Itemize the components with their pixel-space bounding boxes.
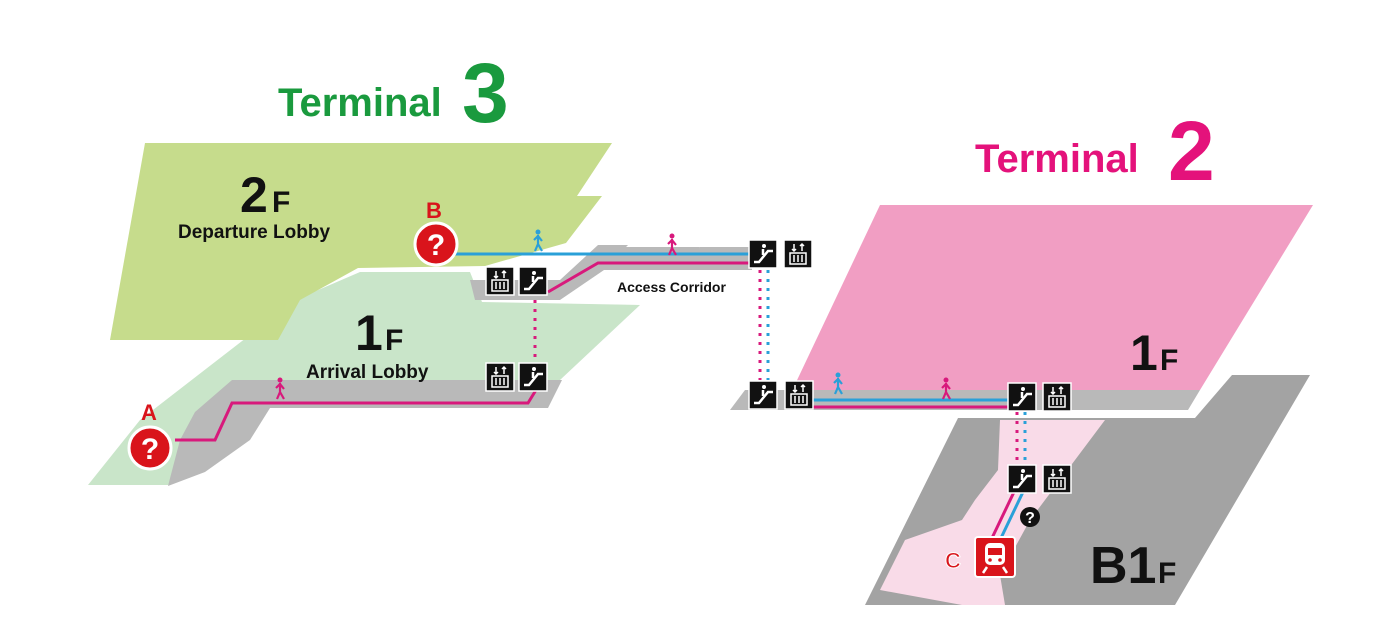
elevator-icon[interactable] xyxy=(1042,464,1072,494)
terminal2-title: Terminal xyxy=(975,137,1139,181)
t3-1f-shadow xyxy=(168,380,562,486)
t3-1f-name: Arrival Lobby xyxy=(306,362,429,383)
marker-c-label: C xyxy=(945,548,961,573)
access-corridor-shadow-2 xyxy=(690,247,752,270)
t2-b1-suffix: F xyxy=(1158,557,1176,590)
pedestrian-icon xyxy=(533,229,543,252)
t3-2f-suffix: F xyxy=(272,186,290,219)
route-blue-b1 xyxy=(999,491,1025,539)
escalator-icon[interactable] xyxy=(518,362,548,392)
pedestrian-icon xyxy=(275,377,285,400)
t3-2f-floor[interactable] xyxy=(110,143,612,340)
info-marker-a[interactable]: ? xyxy=(127,425,173,471)
facility-icons xyxy=(275,229,1072,494)
elevator-icon[interactable] xyxy=(783,239,813,269)
t3-2f-number: 2 xyxy=(240,167,268,223)
info-marker-b[interactable]: ? xyxy=(413,221,459,267)
pedestrian-icon xyxy=(667,233,677,256)
t3-2f-name: Departure Lobby xyxy=(178,222,330,243)
pedestrian-icon xyxy=(833,372,843,395)
routes xyxy=(175,252,1027,539)
t3-1f-suffix: F xyxy=(385,324,403,357)
terminal3-title: Terminal xyxy=(278,81,442,125)
escalator-icon[interactable] xyxy=(1007,464,1037,494)
t3-1f-number: 1 xyxy=(355,305,383,361)
elevator-icon[interactable] xyxy=(485,266,515,296)
t2-1f-floor[interactable] xyxy=(790,205,1313,395)
t2-b1-number: B1 xyxy=(1090,537,1156,595)
route-magenta-t3-1f xyxy=(175,389,538,442)
question-icon: ? xyxy=(1025,510,1035,527)
elevator-icon[interactable] xyxy=(784,380,814,410)
route-magenta-corridor xyxy=(547,261,752,294)
route-magenta-b1 xyxy=(990,491,1016,539)
question-icon: ? xyxy=(427,229,445,262)
pedestrian-icon xyxy=(941,377,951,400)
elevator-icon[interactable] xyxy=(485,362,515,392)
train-icon xyxy=(981,543,1009,574)
marker-b-label: B xyxy=(426,198,442,223)
escalator-icon[interactable] xyxy=(1007,382,1037,412)
t2-1f-number: 1 xyxy=(1130,325,1158,381)
access-corridor-shadow xyxy=(588,247,700,270)
elevator-icon[interactable] xyxy=(1042,382,1072,412)
terminal3-number: 3 xyxy=(462,46,509,140)
terminal2-number: 2 xyxy=(1168,104,1215,198)
escalator-icon[interactable] xyxy=(748,380,778,410)
info-point-b1[interactable]: ? xyxy=(1020,507,1040,527)
t2-1f-suffix: F xyxy=(1160,344,1178,377)
escalator-icon[interactable] xyxy=(518,266,548,296)
train-station-marker[interactable] xyxy=(974,536,1016,578)
escalator-icon[interactable] xyxy=(748,239,778,269)
marker-a-label: A xyxy=(141,400,157,425)
access-corridor-label: Access Corridor xyxy=(617,279,726,295)
question-icon: ? xyxy=(141,433,159,466)
